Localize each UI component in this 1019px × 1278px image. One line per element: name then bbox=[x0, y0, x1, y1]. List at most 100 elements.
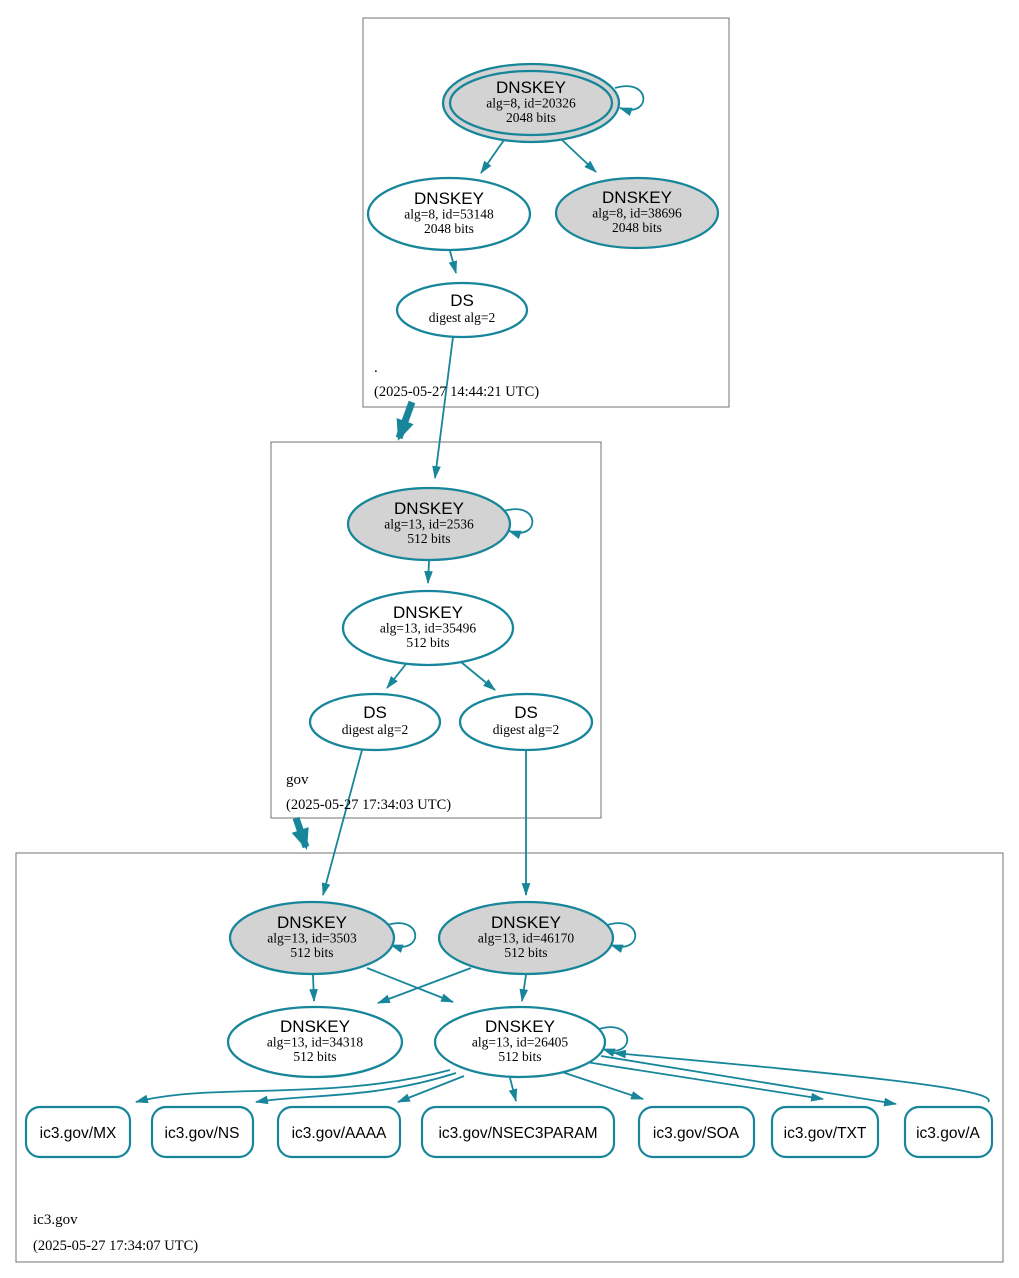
node-type-label: DNSKEY bbox=[393, 603, 463, 622]
dnskey-ellipse[interactable] bbox=[437, 900, 615, 976]
dnskey-ellipse[interactable] bbox=[554, 176, 720, 250]
ds-node-root[interactable]: DS digest alg=2 bbox=[395, 281, 529, 339]
dnskey-node-gov-zsk-35496[interactable]: DNSKEY alg=13, id=35496 512 bits bbox=[341, 589, 515, 667]
node-bits-label: 512 bits bbox=[498, 1049, 541, 1064]
node-meta-label: alg=8, id=38696 bbox=[592, 206, 682, 221]
dnskey-node-root-standby-38696[interactable]: DNSKEY alg=8, id=38696 2048 bits bbox=[554, 176, 720, 250]
zone-timestamp-ic3gov: (2025-05-27 17:34:07 UTC) bbox=[33, 1238, 198, 1254]
node-meta-label: alg=8, id=20326 bbox=[486, 96, 576, 111]
edge-ic3-zsk2-to-a bbox=[600, 1055, 898, 1107]
node-bits-label: 2048 bits bbox=[424, 221, 474, 236]
rrset-label: ic3.gov/NS bbox=[165, 1125, 240, 1142]
node-meta-label: alg=13, id=35496 bbox=[380, 621, 476, 636]
dnskey-ellipse[interactable] bbox=[228, 900, 396, 976]
dnskey-node-ic3-zsk-26405[interactable]: DNSKEY alg=13, id=26405 512 bits bbox=[433, 1005, 607, 1079]
edge-ic3-ksk2-self-sign bbox=[606, 922, 637, 953]
dnskey-ellipse[interactable] bbox=[341, 589, 515, 667]
rrset-box[interactable] bbox=[24, 1105, 132, 1159]
graph-edges bbox=[134, 85, 990, 1107]
rrset-box[interactable] bbox=[903, 1105, 994, 1159]
dnskey-node-ic3-ksk-46170[interactable]: DNSKEY alg=13, id=46170 512 bits bbox=[437, 900, 615, 976]
rrset-node-a[interactable]: ic3.gov/A bbox=[903, 1105, 994, 1159]
edge-delegation-gov-to-ic3 bbox=[291, 816, 310, 850]
dnskey-ellipse[interactable] bbox=[346, 486, 512, 562]
rrset-node-soa[interactable]: ic3.gov/SOA bbox=[637, 1105, 756, 1159]
edge-ic3-zsk2-to-mx bbox=[134, 1069, 451, 1104]
edge-gov-zsk-to-ds2 bbox=[460, 661, 496, 691]
trust-anchor-inner-ellipse[interactable] bbox=[448, 69, 614, 137]
dnskey-node-root-ksk-20326[interactable]: DNSKEY alg=8, id=20326 2048 bits bbox=[441, 62, 621, 144]
node-type-label: DNSKEY bbox=[496, 78, 566, 97]
rrset-node-ns[interactable]: ic3.gov/NS bbox=[150, 1105, 255, 1159]
node-type-label: DNSKEY bbox=[491, 913, 561, 932]
edge-gov-ds1-to-ic3-ksk1 bbox=[321, 749, 363, 897]
edge-ic3-zsk2-self-sign bbox=[598, 1026, 629, 1057]
edge-ic3-zsk2-to-nsec3param bbox=[508, 1077, 518, 1103]
ds-node-gov-1[interactable]: DS digest alg=2 bbox=[308, 692, 442, 752]
rrset-node-aaaa[interactable]: ic3.gov/AAAA bbox=[276, 1105, 402, 1159]
node-bits-label: 2048 bits bbox=[506, 110, 556, 125]
edge-root-ksk-to-zsk bbox=[480, 139, 505, 174]
node-meta-label: digest alg=2 bbox=[493, 722, 559, 737]
rrset-node-nsec3param[interactable]: ic3.gov/NSEC3PARAM bbox=[420, 1105, 616, 1159]
edge-ic3-zsk2-to-soa bbox=[555, 1069, 645, 1100]
rrset-box[interactable] bbox=[420, 1105, 616, 1159]
dnskey-ellipse[interactable] bbox=[366, 176, 532, 252]
node-bits-label: 2048 bits bbox=[612, 220, 662, 235]
dnskey-ellipse[interactable] bbox=[226, 1005, 404, 1079]
edge-root-zsk-to-ds bbox=[448, 250, 458, 275]
node-type-label: DNSKEY bbox=[280, 1017, 350, 1036]
edge-gov-zsk-to-ds1 bbox=[386, 663, 407, 689]
node-meta-label: alg=13, id=46170 bbox=[478, 931, 574, 946]
node-meta-label: alg=13, id=3503 bbox=[267, 931, 357, 946]
node-meta-label: alg=8, id=53148 bbox=[404, 207, 494, 222]
edge-ic3-zsk2-to-aaaa bbox=[396, 1075, 465, 1103]
node-type-label: DS bbox=[363, 703, 387, 722]
node-type-label: DNSKEY bbox=[485, 1017, 555, 1036]
node-type-label: DNSKEY bbox=[394, 499, 464, 518]
edge-root-ksk-self-sign bbox=[614, 85, 645, 116]
rrset-label: ic3.gov/NSEC3PARAM bbox=[438, 1125, 597, 1142]
zone-label-gov: gov bbox=[286, 772, 309, 788]
zone-label-ic3gov: ic3.gov bbox=[33, 1212, 78, 1228]
node-type-label: DNSKEY bbox=[414, 189, 484, 208]
node-meta-label: alg=13, id=26405 bbox=[472, 1035, 568, 1050]
ds-node-gov-2[interactable]: DS digest alg=2 bbox=[458, 692, 594, 752]
rrset-box[interactable] bbox=[637, 1105, 756, 1159]
edge-ic3-ksk2-to-zsk1 bbox=[376, 967, 472, 1004]
zone-box-ic3gov bbox=[15, 852, 1004, 1263]
zone-timestamp-gov: (2025-05-27 17:34:03 UTC) bbox=[286, 797, 451, 813]
rrset-box[interactable] bbox=[276, 1105, 402, 1159]
edge-ic3-ksk1-self-sign bbox=[386, 922, 417, 953]
node-type-label: DS bbox=[514, 703, 538, 722]
node-bits-label: 512 bits bbox=[406, 635, 449, 650]
dnskey-node-gov-ksk-2536[interactable]: DNSKEY alg=13, id=2536 512 bits bbox=[346, 486, 512, 562]
dnskey-node-ic3-zsk-34318[interactable]: DNSKEY alg=13, id=34318 512 bits bbox=[226, 1005, 404, 1079]
ds-ellipse[interactable] bbox=[395, 281, 529, 339]
node-bits-label: 512 bits bbox=[290, 945, 333, 960]
rrset-label: ic3.gov/MX bbox=[40, 1125, 117, 1142]
ds-ellipse[interactable] bbox=[308, 692, 442, 752]
zone-box-root bbox=[362, 17, 730, 408]
node-type-label: DNSKEY bbox=[277, 913, 347, 932]
node-bits-label: 512 bits bbox=[293, 1049, 336, 1064]
ds-ellipse[interactable] bbox=[458, 692, 594, 752]
dnskey-node-root-zsk-53148[interactable]: DNSKEY alg=8, id=53148 2048 bits bbox=[366, 176, 532, 252]
edge-gov-ksk-to-zsk bbox=[424, 560, 433, 585]
zone-label-root: . bbox=[374, 360, 378, 376]
edge-root-ds-to-gov-ksk bbox=[432, 336, 454, 480]
node-meta-label: digest alg=2 bbox=[429, 310, 495, 325]
edge-delegation-root-to-gov bbox=[395, 400, 416, 441]
rrset-label: ic3.gov/TXT bbox=[784, 1125, 867, 1142]
rrset-box[interactable] bbox=[770, 1105, 880, 1159]
dnskey-node-ic3-ksk-3503[interactable]: DNSKEY alg=13, id=3503 512 bits bbox=[228, 900, 396, 976]
rrset-label: ic3.gov/SOA bbox=[653, 1125, 740, 1142]
rrset-box[interactable] bbox=[150, 1105, 255, 1159]
dnskey-ellipse[interactable] bbox=[433, 1005, 607, 1079]
node-type-label: DNSKEY bbox=[602, 188, 672, 207]
node-type-label: DS bbox=[450, 291, 474, 310]
edge-ic3-zsk2-to-ns bbox=[254, 1072, 457, 1105]
rrset-node-txt[interactable]: ic3.gov/TXT bbox=[770, 1105, 880, 1159]
edge-ic3-ksk1-to-zsk2 bbox=[366, 967, 455, 1003]
rrset-node-mx[interactable]: ic3.gov/MX bbox=[24, 1105, 132, 1159]
